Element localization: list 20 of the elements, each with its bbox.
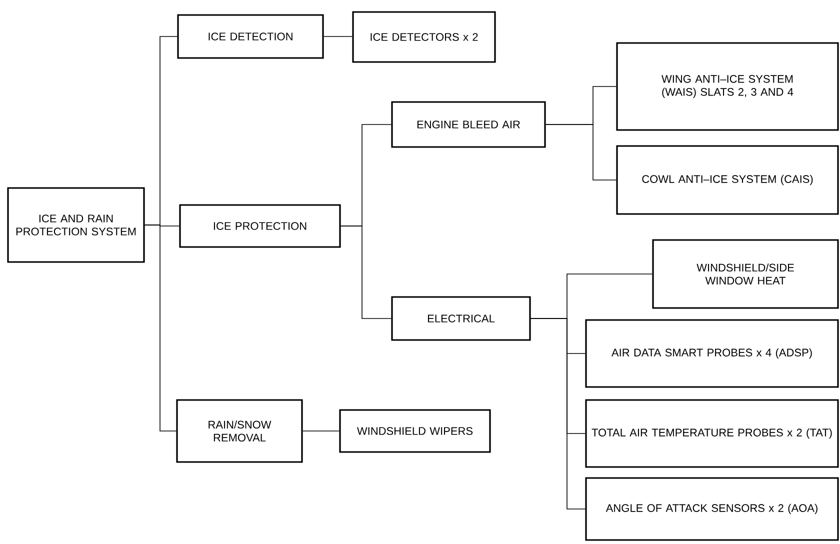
connector-line — [144, 224, 177, 432]
system-box: ICE DETECTORS x 2 — [352, 11, 496, 63]
connector-line — [545, 124, 617, 180]
connector-line — [340, 226, 392, 319]
system-box: RAIN/SNOW REMOVAL — [176, 399, 303, 463]
system-box: ICE PROTECTION — [179, 204, 341, 248]
system-box: AIR DATA SMART PROBES x 4 (ADSP) — [585, 319, 839, 388]
connector-line — [302, 430, 340, 432]
connector-line — [530, 318, 586, 510]
system-box: ELECTRICAL — [391, 296, 531, 341]
system-box: WING ANTI–ICE SYSTEM (WAIS) SLATS 2, 3 AND 4 — [616, 42, 839, 131]
system-box: ANGLE OF ATTACK SENSORS x 2 (AOA) — [585, 477, 839, 541]
system-box: COWL ANTI–ICE SYSTEM (CAIS) — [616, 145, 839, 215]
system-box: ICE DETECTION — [177, 14, 324, 59]
system-box: TOTAL AIR TEMPERATURE PROBES x 2 (TAT) — [585, 399, 839, 468]
system-box: ICE AND RAIN PROTECTION SYSTEM — [7, 187, 145, 263]
connector-line — [323, 36, 353, 37]
system-box: WINDSHIELD WIPERS — [339, 409, 491, 453]
system-box: WINDSHIELD/SIDE WINDOW HEAT — [652, 239, 839, 309]
system-box: ENGINE BLEED AIR — [391, 101, 546, 148]
